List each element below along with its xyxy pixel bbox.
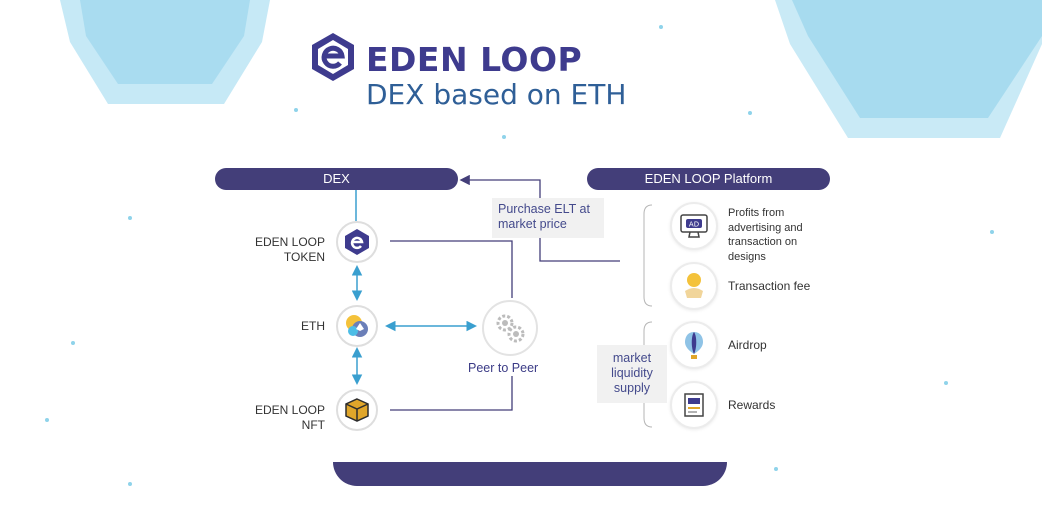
rewards-item [670, 381, 718, 429]
bracket-top [643, 204, 653, 307]
coin-hand-icon [685, 273, 703, 298]
eth-node [336, 305, 378, 347]
advertising-item: AD [670, 202, 718, 250]
nft-p2p-line [390, 376, 513, 411]
bottom-bar [333, 462, 727, 486]
peer-to-peer-node [482, 300, 538, 356]
eth-label: ETH [301, 319, 325, 333]
platform-header: EDEN LOOP Platform [587, 168, 830, 190]
advertising-label: Profits from advertising and transaction… [728, 207, 803, 263]
airdrop-label: Airdrop [728, 338, 767, 352]
eden-token-icon [345, 229, 369, 255]
page-subtitle: DEX based on ETH [366, 78, 627, 111]
nft-node [336, 389, 378, 431]
airdrop-item [670, 321, 718, 369]
eth-coins-icon [346, 315, 368, 337]
hex-shape-right-inner [792, 0, 1042, 118]
nft-box-icon [345, 398, 369, 422]
token-label: EDEN LOOP TOKEN [254, 235, 325, 264]
transaction-fee-item [670, 262, 718, 310]
peer-to-peer-label: Peer to Peer [468, 361, 539, 375]
token-p2p-line [390, 240, 513, 298]
market-liquidity-note: market liquidity supply [597, 345, 667, 403]
nft-label: EDEN LOOP NFT [254, 403, 325, 432]
air-balloon-icon [685, 332, 703, 359]
rewards-label: Rewards [728, 398, 776, 412]
dex-header: DEX [215, 168, 458, 190]
document-icon [684, 393, 704, 417]
gears-icon [496, 314, 525, 343]
ad-icon-text: AD [689, 221, 699, 229]
token-node [336, 221, 378, 263]
purchase-elt-note: Purchase ELT at market price [492, 198, 604, 238]
transaction-fee-label: Transaction fee [728, 279, 811, 293]
eden-loop-logo-icon [312, 33, 354, 81]
advertising-icon: AD [680, 214, 708, 238]
sparkles [45, 25, 994, 486]
hex-shape-left-inner [80, 0, 250, 84]
brand-name: EDEN LOOP [366, 40, 583, 79]
